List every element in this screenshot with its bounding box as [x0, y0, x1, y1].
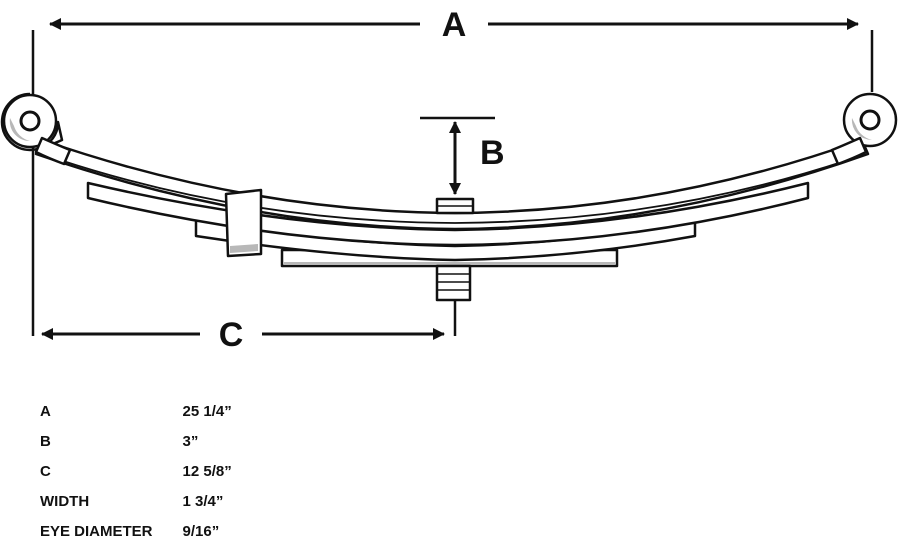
spec-value: 3”	[182, 432, 199, 450]
leaf-spring-diagram: A B C	[0, 6, 898, 354]
spec-key: C	[40, 462, 51, 480]
right-eye-hole	[859, 109, 881, 131]
leaf-spring	[0, 92, 898, 302]
spec-key: A	[40, 402, 51, 420]
dimension-b-label: B	[480, 134, 505, 172]
dimension-b: B	[449, 121, 505, 195]
right-eye-shade	[851, 118, 872, 141]
right-eye-wrap	[830, 136, 868, 166]
extension-lines	[31, 30, 874, 336]
spec-row-eye-diameter: EYE DIAMETER 9/16”	[40, 516, 232, 546]
spec-value: 1 3/4”	[182, 492, 224, 510]
spring-leaf-2	[86, 181, 810, 247]
spec-value: 12 5/8”	[182, 462, 232, 480]
rebound-clip-shadow	[230, 244, 258, 253]
spec-value: 9/16”	[182, 522, 220, 540]
spec-row-a: A 25 1/4”	[40, 396, 232, 426]
dimension-c-label: C	[219, 316, 244, 354]
rebound-clip	[224, 188, 263, 258]
spec-key: EYE DIAMETER	[40, 522, 153, 540]
spec-row-width: WIDTH 1 3/4”	[40, 486, 232, 516]
spring-leaf-1	[34, 138, 870, 231]
left-eye-hole	[19, 110, 41, 132]
spring-leaf-1-inner-line	[59, 159, 849, 224]
spec-key: B	[40, 432, 51, 450]
spec-table: A 25 1/4” B 3” C 12 5/8” WIDTH 1 3/4” EY…	[40, 396, 232, 546]
spring-leaf-4-shadow	[284, 262, 615, 265]
dimension-a: A	[49, 6, 859, 44]
spec-row-c: C 12 5/8”	[40, 456, 232, 486]
spec-row-b: B 3”	[40, 426, 232, 456]
spec-value: 25 1/4”	[182, 402, 232, 420]
dimension-c: C	[41, 316, 445, 354]
dimension-a-label: A	[442, 6, 467, 44]
left-eye-shade	[9, 118, 30, 142]
center-bolt-body	[435, 264, 472, 302]
left-eye-wrap	[34, 136, 72, 166]
spec-key: WIDTH	[40, 492, 90, 510]
